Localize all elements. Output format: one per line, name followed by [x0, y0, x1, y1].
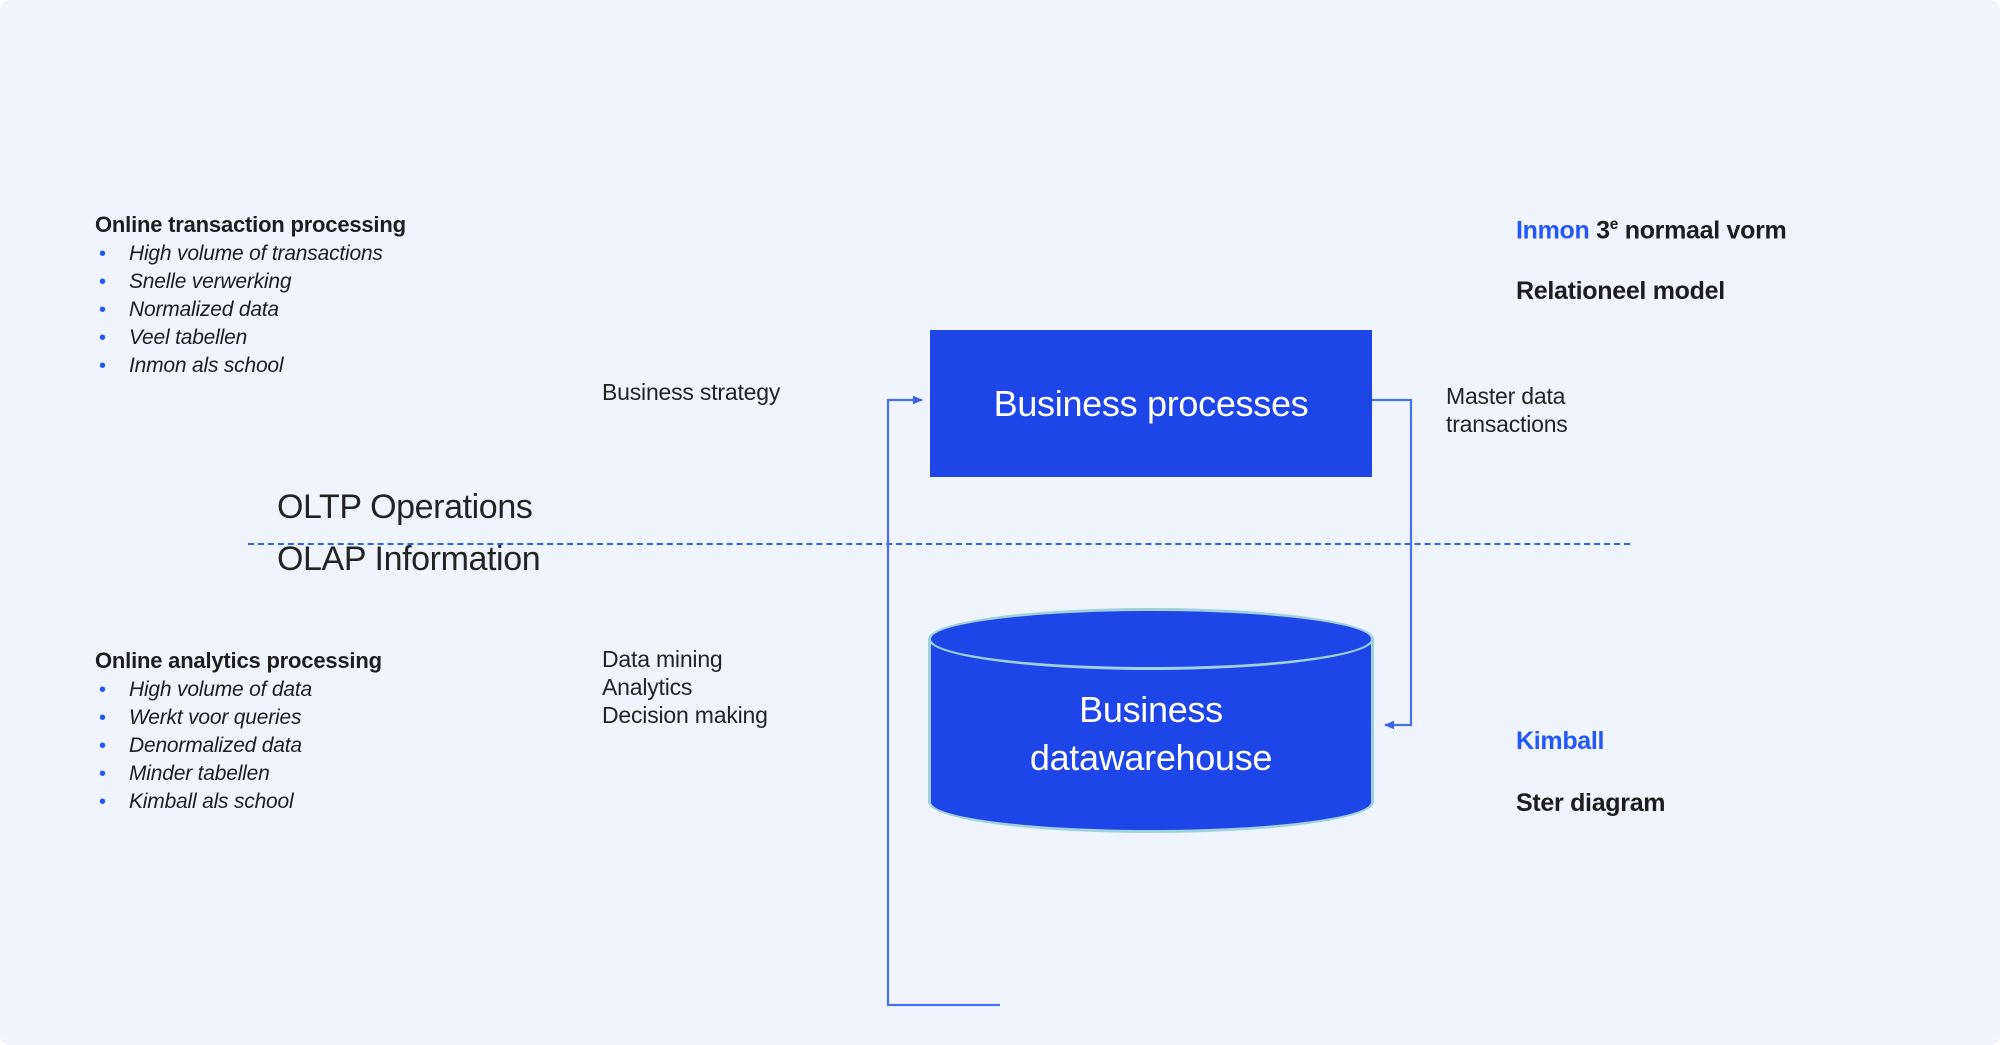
list-item: • Minder tabellen: [95, 762, 382, 790]
oltp-item-label: Inmon als school: [129, 354, 284, 377]
olap-item-label: Kimball als school: [129, 790, 294, 813]
node-business-datawarehouse-label: Business datawarehouse: [928, 686, 1374, 782]
heading-inmon-superscript: e: [1609, 216, 1619, 233]
bullet-icon: •: [99, 763, 107, 785]
list-item: • Werkt voor queries: [95, 706, 382, 734]
oltp-item-label: High volume of transactions: [129, 242, 383, 265]
heading-relational-model: Relationeel model: [1516, 277, 1725, 305]
cylinder-top-ellipse: [928, 608, 1374, 670]
olap-panel: Online analytics processing • High volum…: [95, 648, 382, 818]
bullet-icon: •: [99, 327, 107, 349]
olap-item-label: High volume of data: [129, 678, 312, 701]
list-item: • Inmon als school: [95, 354, 406, 382]
node-business-processes-label: Business processes: [993, 382, 1309, 424]
heading-inmon: Inmon 3e normaal vorm: [1516, 216, 1787, 245]
oltp-panel: Online transaction processing • High vol…: [95, 212, 406, 382]
olap-item-label: Denormalized data: [129, 734, 302, 757]
flow-label-business-strategy: Business strategy: [602, 379, 781, 405]
bullet-icon: •: [99, 791, 107, 813]
olap-item-label: Werkt voor queries: [129, 706, 302, 729]
node-business-processes[interactable]: Business processes: [930, 330, 1372, 477]
oltp-item-label: Veel tabellen: [129, 326, 248, 349]
list-item: • Snelle verwerking: [95, 270, 406, 298]
heading-kimball: Kimball: [1516, 727, 1605, 755]
bullet-icon: •: [99, 707, 107, 729]
flow-label-analytics-stack: Data mining Analytics Decision making: [602, 646, 768, 728]
list-item: • High volume of data: [95, 678, 382, 706]
bullet-icon: •: [99, 271, 107, 293]
olap-panel-title: Online analytics processing: [95, 648, 382, 673]
oltp-item-label: Normalized data: [129, 298, 279, 321]
oltp-panel-title: Online transaction processing: [95, 212, 406, 237]
heading-star-schema: Ster diagram: [1516, 789, 1666, 817]
bullet-icon: •: [99, 735, 107, 757]
list-item: • Denormalized data: [95, 734, 382, 762]
bullet-icon: •: [99, 679, 107, 701]
olap-item-label: Minder tabellen: [129, 762, 270, 785]
heading-inmon-suffix: normaal vorm: [1618, 216, 1787, 245]
node-business-datawarehouse[interactable]: Business datawarehouse: [928, 608, 1374, 833]
node-datawarehouse-label-line2: datawarehouse: [1029, 737, 1273, 778]
list-item: • Kimball als school: [95, 790, 382, 818]
heading-inmon-prefix: 3: [1589, 216, 1610, 245]
heading-inmon-accent: Inmon: [1516, 216, 1590, 245]
bullet-icon: •: [99, 243, 107, 265]
bullet-icon: •: [99, 299, 107, 321]
list-item: • Normalized data: [95, 298, 406, 326]
divider-label-olap: OLAP Information: [277, 540, 541, 578]
node-datawarehouse-label-line1: Business: [1079, 689, 1223, 730]
list-item: • High volume of transactions: [95, 242, 406, 270]
oltp-item-label: Snelle verwerking: [129, 270, 292, 293]
bullet-icon: •: [99, 355, 107, 377]
connector-processes-to-warehouse: [1372, 398, 1413, 730]
flow-label-master-data: Master data transactions: [1446, 383, 1568, 437]
divider-label-oltp: OLTP Operations: [277, 488, 533, 526]
list-item: • Veel tabellen: [95, 326, 406, 354]
